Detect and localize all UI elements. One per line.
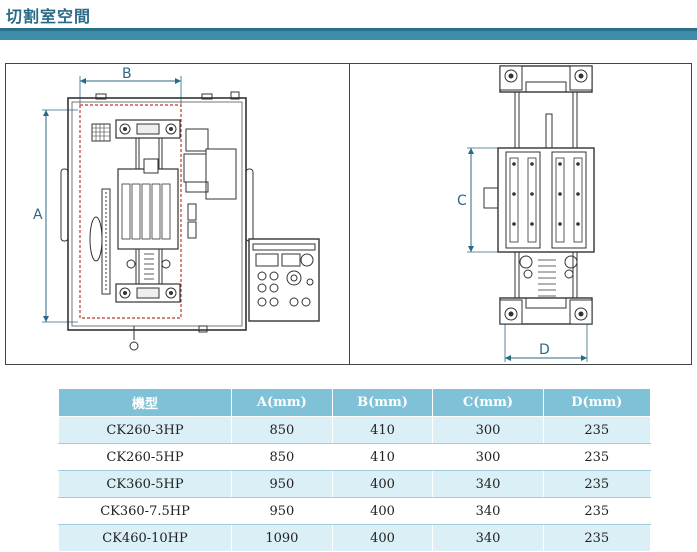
col-header-d: D(mm) [542, 388, 652, 417]
col-header-b: B(mm) [331, 388, 434, 417]
cell-b: 400 [331, 470, 434, 498]
table-row: CK260-3HP 850 410 300 235 [57, 416, 652, 444]
cell-d: 235 [542, 524, 652, 552]
cell-b: 400 [331, 497, 434, 525]
cell-model: CK360-7.5HP [57, 497, 233, 525]
dimension-label-d: D [539, 342, 550, 358]
specification-table: 機型 A(mm) B(mm) C(mm) D(mm) CK260-3HP 850… [57, 388, 652, 552]
table-row: CK360-5HP 950 400 340 235 [57, 470, 652, 498]
side-view-drawing: C D [350, 64, 691, 364]
cell-d: 235 [542, 443, 652, 471]
front-view-drawing: B A [6, 64, 349, 364]
col-header-a: A(mm) [231, 388, 333, 417]
dimension-label-b: B [122, 66, 132, 82]
cell-d: 235 [542, 416, 652, 444]
cell-model: CK460-10HP [57, 524, 233, 552]
panel-divider [349, 64, 350, 364]
cell-d: 235 [542, 497, 652, 525]
table-row: CK260-5HP 850 410 300 235 [57, 443, 652, 471]
cell-c: 340 [432, 524, 544, 552]
title-underline-bar [0, 28, 697, 40]
cell-b: 410 [331, 443, 434, 471]
cell-a: 950 [231, 497, 333, 525]
page-title: 切割室空間 [6, 7, 92, 26]
table-header-row: 機型 A(mm) B(mm) C(mm) D(mm) [57, 388, 652, 417]
cell-model: CK260-5HP [57, 443, 233, 471]
cell-d: 235 [542, 470, 652, 498]
cell-model: CK260-3HP [57, 416, 233, 444]
cell-c: 300 [432, 416, 544, 444]
cell-c: 340 [432, 470, 544, 498]
technical-drawing-frame: B A [5, 63, 692, 365]
cell-c: 340 [432, 497, 544, 525]
cell-a: 950 [231, 470, 333, 498]
table-row: CK360-7.5HP 950 400 340 235 [57, 497, 652, 525]
cell-b: 400 [331, 524, 434, 552]
cell-a: 1090 [231, 524, 333, 552]
cell-c: 300 [432, 443, 544, 471]
dimension-label-c: C [457, 193, 467, 209]
cell-a: 850 [231, 416, 333, 444]
col-header-model: 機型 [57, 388, 233, 417]
col-header-c: C(mm) [432, 388, 544, 417]
cell-a: 850 [231, 443, 333, 471]
dimension-label-a: A [33, 207, 43, 223]
cell-b: 410 [331, 416, 434, 444]
table-row: CK460-10HP 1090 400 340 235 [57, 524, 652, 552]
cell-model: CK360-5HP [57, 470, 233, 498]
